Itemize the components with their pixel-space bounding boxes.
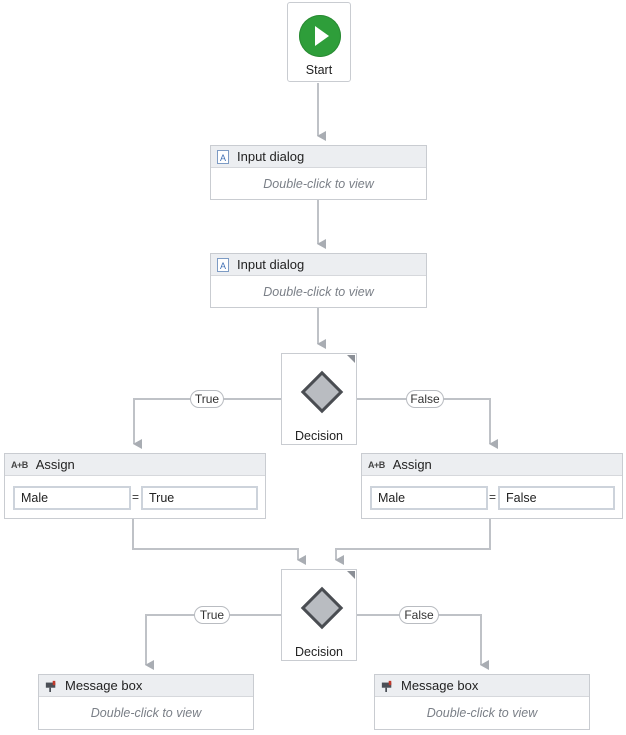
decision-diamond-icon: [300, 370, 344, 414]
decision-diamond-icon: [300, 586, 344, 630]
connector-assign2-to-decision2: [335, 519, 491, 565]
activity-hint: Double-click to view: [90, 706, 202, 720]
assign-header: A+B Assign: [362, 454, 622, 476]
activity-title: Assign: [35, 457, 75, 472]
message-box-activity-1[interactable]: Message box Double-click to view: [38, 674, 254, 730]
input-dialog-header: A Input dialog: [211, 254, 426, 276]
connector-decision1-true: [133, 398, 281, 449]
activity-title: Input dialog: [237, 257, 305, 272]
decision-node-2[interactable]: Decision: [281, 569, 357, 661]
activity-title: Message box: [65, 678, 143, 693]
activity-hint: Double-click to view: [263, 285, 374, 299]
assign-activity-1[interactable]: A+B Assign Male = True: [4, 453, 266, 519]
message-box-icon: [45, 680, 56, 692]
activity-title: Assign: [392, 457, 432, 472]
connector-assign1-to-decision2: [132, 519, 306, 565]
input-dialog-icon: A: [217, 149, 229, 164]
message-box-icon: [381, 680, 392, 692]
connector-decision2-false: [357, 614, 489, 670]
play-icon: [299, 15, 341, 57]
start-label: Start: [305, 63, 333, 77]
assign-value-field[interactable]: True: [141, 486, 258, 510]
assign-equals: =: [132, 490, 140, 504]
message-box-activity-2[interactable]: Message box Double-click to view: [374, 674, 590, 730]
false-branch-label: False: [406, 390, 444, 408]
start-node[interactable]: Start: [287, 2, 351, 82]
svg-text:A: A: [220, 261, 226, 271]
true-branch-label: True: [194, 606, 230, 624]
assign-header: A+B Assign: [5, 454, 265, 476]
assign-icon: A+B: [11, 459, 28, 470]
assign-equals: =: [489, 490, 497, 504]
assign-target-field[interactable]: Male: [370, 486, 488, 510]
input-dialog-activity-1[interactable]: A Input dialog Double-click to view: [210, 145, 427, 200]
input-dialog-icon: A: [217, 257, 229, 272]
connector-decision1-false: [357, 398, 498, 449]
input-dialog-activity-2[interactable]: A Input dialog Double-click to view: [210, 253, 427, 308]
corner-marker-icon: [347, 355, 355, 363]
decision-label: Decision: [295, 645, 343, 659]
decision-label: Decision: [295, 429, 343, 443]
input-dialog-header: A Input dialog: [211, 146, 426, 168]
svg-text:A: A: [220, 153, 226, 163]
message-box-header: Message box: [39, 675, 253, 697]
true-branch-label: True: [190, 390, 224, 408]
assign-target-field[interactable]: Male: [13, 486, 131, 510]
activity-hint: Double-click to view: [263, 177, 374, 191]
connector-decision2-true: [145, 614, 281, 670]
activity-title: Message box: [401, 678, 479, 693]
message-box-header: Message box: [375, 675, 589, 697]
corner-marker-icon: [347, 571, 355, 579]
activity-hint: Double-click to view: [426, 706, 538, 720]
assign-icon: A+B: [368, 459, 385, 470]
assign-activity-2[interactable]: A+B Assign Male = False: [361, 453, 623, 519]
false-branch-label: False: [399, 606, 439, 624]
activity-title: Input dialog: [237, 149, 305, 164]
assign-value-field[interactable]: False: [498, 486, 615, 510]
decision-node-1[interactable]: Decision: [281, 353, 357, 445]
